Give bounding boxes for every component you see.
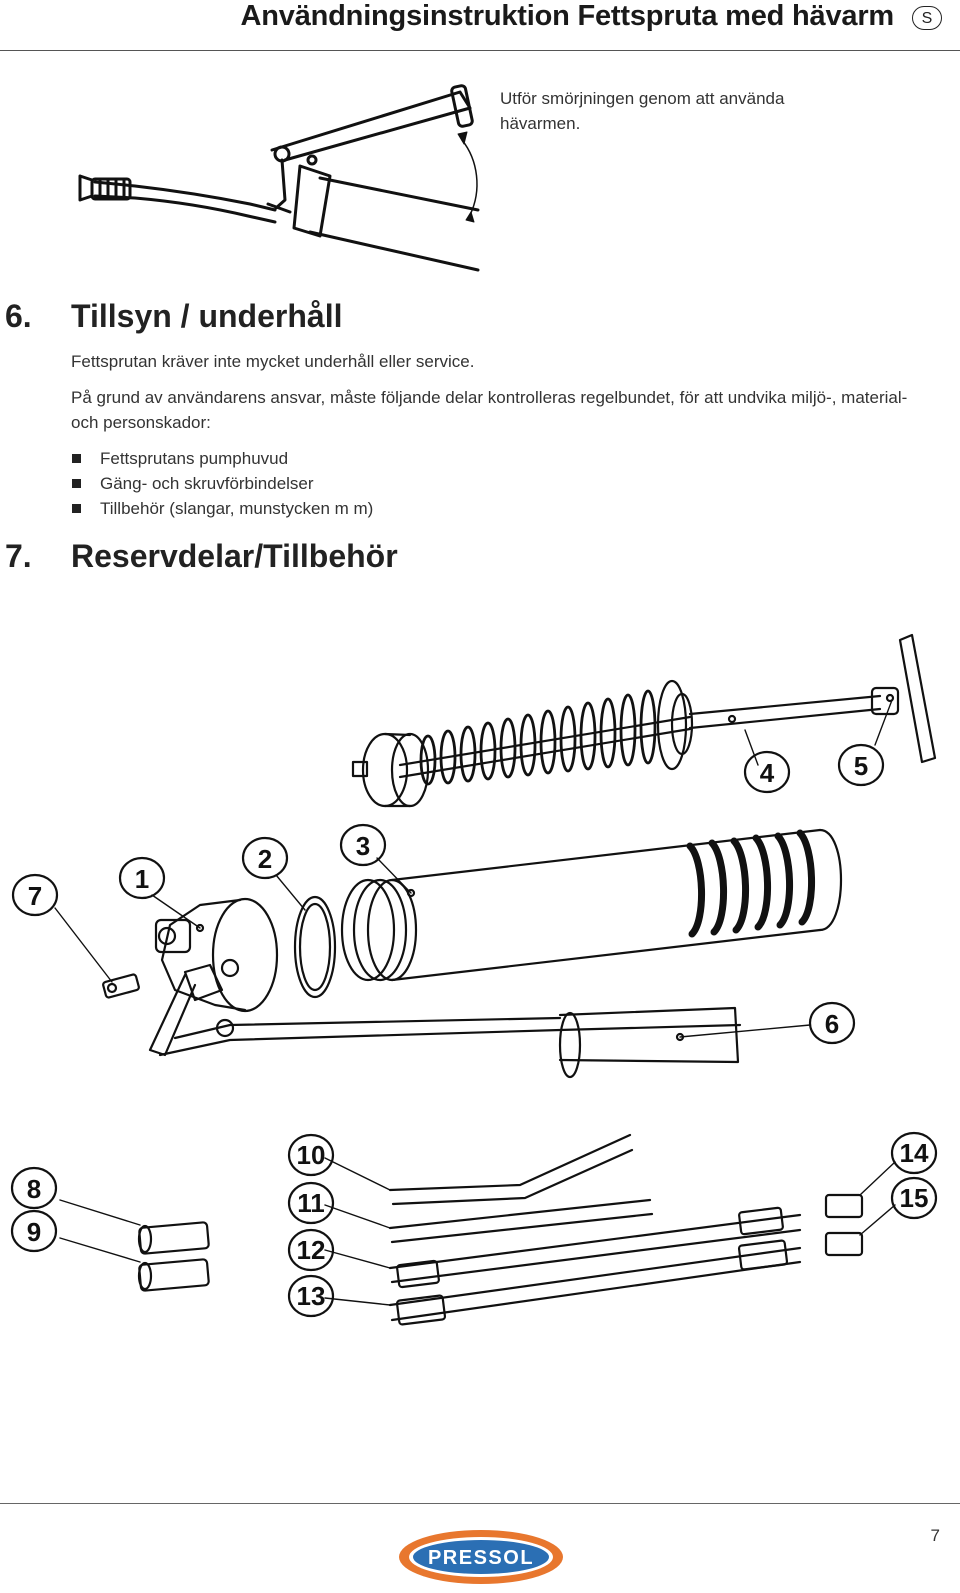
inspection-paragraph: På grund av användarens ansvar, måste fö… [71, 388, 908, 432]
bullet-icon [72, 479, 81, 488]
section-7-number: 7. [5, 538, 32, 574]
bullet-icon [72, 504, 81, 513]
bullet-icon [72, 454, 81, 463]
callout-7: 7 [28, 881, 42, 911]
callout-12: 12 [297, 1235, 326, 1265]
callout-15: 15 [900, 1183, 929, 1213]
section-7-title: Reservdelar/Tillbehör [71, 538, 398, 574]
callout-11: 11 [297, 1188, 325, 1218]
page-title: Användningsinstruktion Fettspruta med hä… [240, 0, 895, 32]
callout-5: 5 [854, 751, 868, 781]
footer-divider [0, 1503, 960, 1504]
section-6-title: Tillsyn / underhåll [71, 298, 343, 334]
list-item: Gäng- och skruvförbindelser [71, 471, 373, 496]
maintenance-paragraph: Fettsprutan kräver inte mycket underhåll… [71, 352, 475, 371]
header-divider [0, 50, 960, 51]
callout-2: 2 [258, 844, 272, 874]
page-number: 7 [930, 1526, 940, 1545]
callout-13: 13 [297, 1281, 326, 1311]
callout-10: 10 [297, 1140, 326, 1170]
list-item: Tillbehör (slangar, munstycken m m) [71, 496, 373, 521]
list-item: Fettsprutans pumphuvud [71, 446, 373, 471]
callout-8: 8 [27, 1174, 41, 1204]
language-badge: S [912, 6, 942, 30]
inspection-list: Fettsprutans pumphuvud Gäng- och skruvfö… [71, 446, 373, 521]
callout-9: 9 [27, 1217, 41, 1247]
section-6-number: 6. [5, 298, 32, 334]
callout-4: 4 [760, 758, 775, 788]
lever-operation-illustration [78, 84, 480, 272]
svg-text:PRESSOL: PRESSOL [428, 1547, 534, 1569]
callout-14: 14 [900, 1138, 929, 1168]
callout-6: 6 [825, 1009, 839, 1039]
operation-caption: Utför smörjningen genom att använda häva… [500, 89, 785, 133]
pressol-logo: PRESSOL [399, 1530, 563, 1584]
callout-1: 1 [135, 864, 149, 894]
callout-3: 3 [356, 831, 370, 861]
spare-parts-diagram: 4 5 2 3 1 7 6 8 9 10 11 12 13 14 15 [10, 633, 938, 1326]
